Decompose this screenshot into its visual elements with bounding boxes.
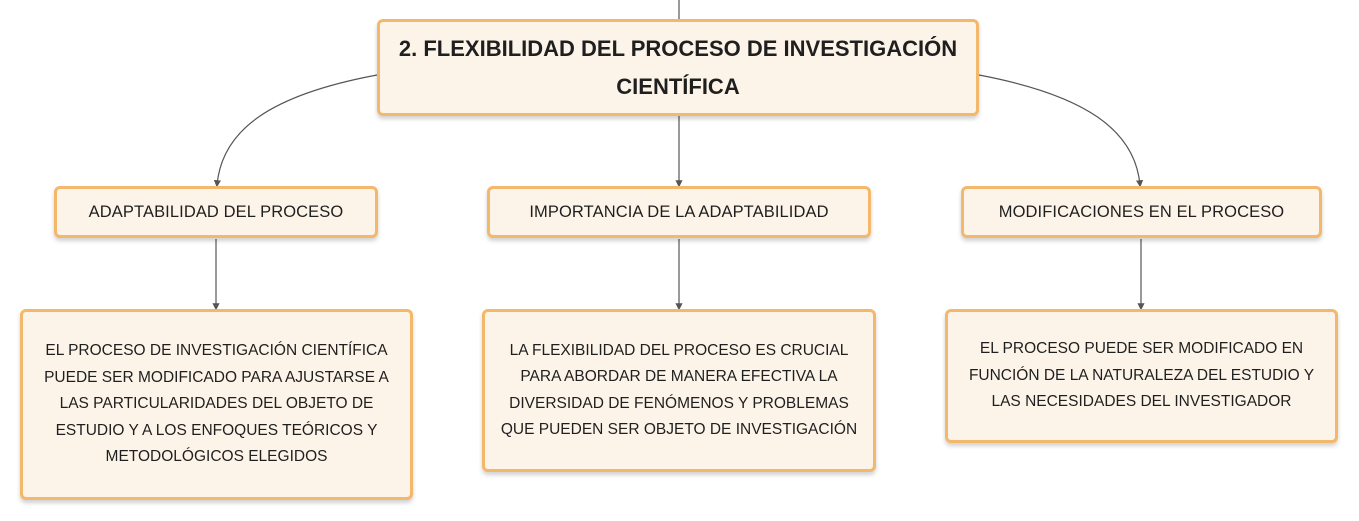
subtopic-label: IMPORTANCIA DE LA ADAPTABILIDAD	[529, 202, 829, 221]
connector-root-to-branch-1	[213, 74, 378, 188]
connector-root-to-branch-3	[978, 74, 1144, 188]
subtopic-adaptabilidad[interactable]: ADAPTABILIDAD DEL PROCESO	[54, 186, 378, 238]
detail-text: EL PROCESO PUEDE SER MODIFICADO EN FUNCI…	[968, 340, 1315, 411]
detail-importancia[interactable]: LA FLEXIBILIDAD DEL PROCESO ES CRUCIAL P…	[482, 309, 876, 472]
subtopic-modificaciones[interactable]: MODIFICACIONES EN EL PROCESO	[961, 186, 1322, 238]
detail-text: EL PROCESO DE INVESTIGACIÓN CIENTÍFICA P…	[44, 342, 389, 466]
subtopic-label: ADAPTABILIDAD DEL PROCESO	[88, 202, 344, 221]
subtopic-label: MODIFICACIONES EN EL PROCESO	[998, 202, 1285, 221]
root-topic[interactable]: 2. FLEXIBILIDAD DEL PROCESO DE INVESTIGA…	[377, 19, 979, 116]
subtopic-importancia[interactable]: IMPORTANCIA DE LA ADAPTABILIDAD	[487, 186, 871, 238]
detail-text: LA FLEXIBILIDAD DEL PROCESO ES CRUCIAL P…	[500, 341, 858, 439]
detail-modificaciones[interactable]: EL PROCESO PUEDE SER MODIFICADO EN FUNCI…	[945, 309, 1338, 443]
detail-adaptabilidad[interactable]: EL PROCESO DE INVESTIGACIÓN CIENTÍFICA P…	[20, 309, 413, 500]
root-topic-title: 2. FLEXIBILIDAD DEL PROCESO DE INVESTIGA…	[398, 35, 958, 99]
